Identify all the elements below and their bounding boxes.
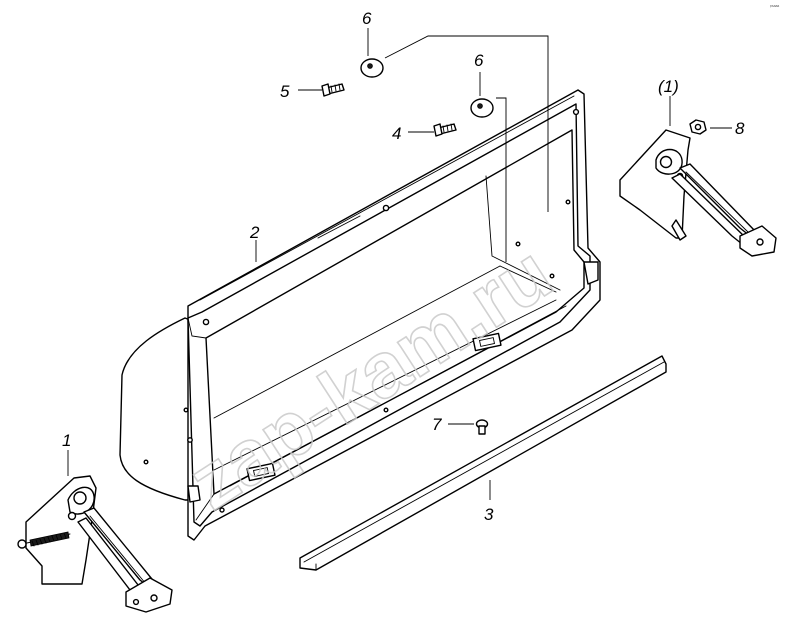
left-hinge-bracket	[17, 475, 173, 613]
callout-8: 8	[735, 119, 745, 138]
callout-3: 3	[484, 505, 494, 524]
washer-part-6-lower	[470, 98, 494, 118]
trim-strip	[299, 355, 667, 571]
callout-4: 4	[392, 124, 401, 143]
glove-box-housing	[119, 89, 601, 541]
callout-1: 1	[62, 431, 71, 450]
callout-1-reference: (1)	[658, 77, 679, 96]
nut-part-8	[689, 119, 707, 135]
callout-7: 7	[432, 415, 442, 434]
leader-lines	[67, 28, 732, 500]
right-hinge-bracket	[619, 129, 777, 257]
callout-5: 5	[280, 82, 290, 101]
callout-6-lower: 6	[474, 51, 484, 70]
clip-part-7	[475, 419, 489, 435]
callout-2: 2	[249, 223, 260, 242]
screw-part-5	[321, 83, 345, 97]
screw-part-4	[433, 123, 457, 137]
washer-part-6-upper	[360, 58, 384, 78]
corner-code: ᵖˢᵃᵃᵃ	[770, 4, 779, 10]
callout-6-upper: 6	[362, 9, 372, 28]
